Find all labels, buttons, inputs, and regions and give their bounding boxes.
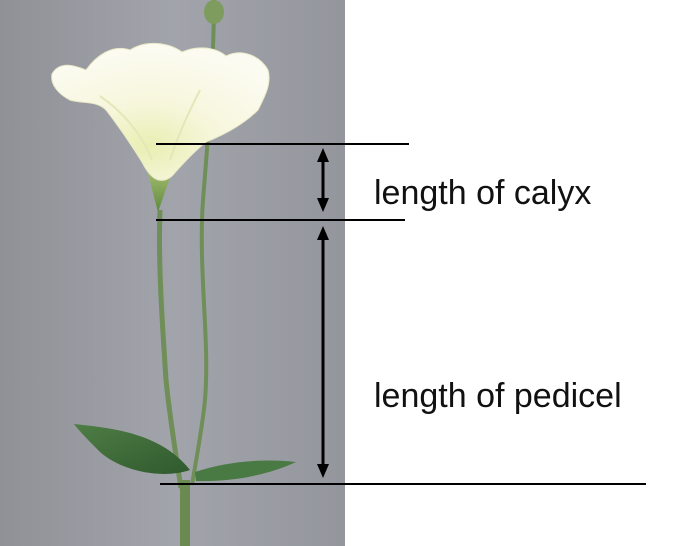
bud <box>204 0 224 24</box>
pedicel-length-label: length of pedicel <box>374 379 622 413</box>
flower-photo <box>0 0 345 546</box>
calyx-length-label: length of calyx <box>374 176 591 210</box>
lower-stem <box>180 480 190 546</box>
